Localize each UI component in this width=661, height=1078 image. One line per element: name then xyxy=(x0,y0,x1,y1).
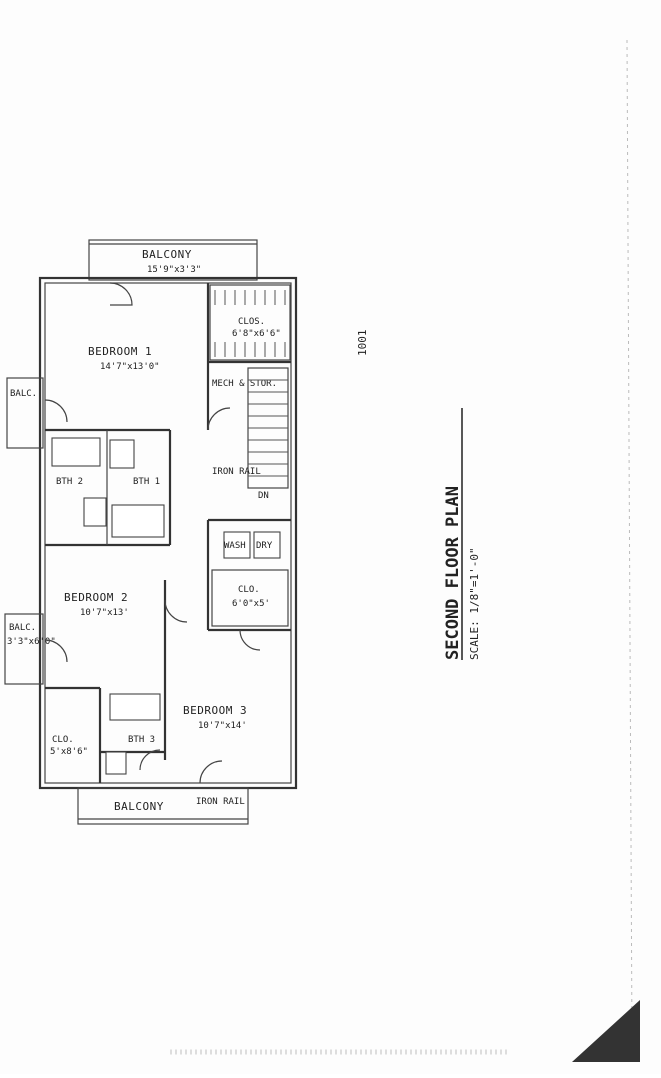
bath-3-toilet xyxy=(105,751,127,775)
bedroom-2-label: BEDROOM 2 xyxy=(64,591,128,604)
title-block: SECOND FLOOR PLAN SCALE: 1/8"=1'-0" xyxy=(443,408,481,660)
bathrooms-1-2: BTH 2 BTH 1 xyxy=(51,430,165,545)
bath-3-tub xyxy=(109,693,161,721)
closet-mid-label: CLO. xyxy=(238,585,260,595)
bath-1-tub xyxy=(111,504,165,538)
closet-1-size: 6'8"x6'6" xyxy=(232,329,281,339)
plan-title: SECOND FLOOR PLAN xyxy=(443,486,463,660)
bedroom-3-door xyxy=(199,760,223,784)
bedroom-2-door xyxy=(164,599,188,623)
bedroom-1-balcony-door xyxy=(44,399,68,423)
mech-door xyxy=(207,407,231,431)
bedroom-3-size: 10'7"x14' xyxy=(198,721,247,731)
bedroom-3: BEDROOM 3 10'7"x14' xyxy=(139,704,247,784)
stair: IRON RAIL DN xyxy=(212,367,289,501)
iron-rail-stair-label: IRON RAIL xyxy=(212,467,261,477)
closet-1-label: CLOS. xyxy=(238,317,265,327)
closet-mid-size: 6'0"x5' xyxy=(232,599,270,609)
laundry: WASH DRY xyxy=(223,531,281,559)
bedroom-3-label: BEDROOM 3 xyxy=(183,704,247,717)
balc-left-bottom-size: 3'3"x6'0" xyxy=(7,637,56,647)
bedroom-2-size: 10'7"x13' xyxy=(80,608,129,618)
mech-storage: MECH & STOR. xyxy=(207,379,277,431)
mech-label: MECH & STOR. xyxy=(212,379,277,389)
bedroom-1-label: BEDROOM 1 xyxy=(88,345,152,358)
balcony-top-label: BALCONY xyxy=(142,248,192,261)
balcony-bottom: BALCONY IRON RAIL xyxy=(77,787,249,825)
washer xyxy=(223,531,251,559)
balcony-top-size: 15'9"x3'3" xyxy=(147,265,201,275)
closet-1: CLOS. 6'8"x6'6" xyxy=(209,284,291,361)
balc-left-top-label: BALC. xyxy=(10,389,37,399)
bath-3-door xyxy=(139,749,161,771)
bedroom-2-balcony-door xyxy=(44,639,68,663)
plan-scale: SCALE: 1/8"=1'-0" xyxy=(468,547,481,660)
closet-bottom-label: CLO. xyxy=(52,735,74,745)
balcony-bottom-label: BALCONY xyxy=(114,800,164,813)
closet-bottom-size: 5'x8'6" xyxy=(50,747,88,757)
balc-left-bottom-label: BALC. xyxy=(9,623,36,633)
bath-2-label: BTH 2 xyxy=(56,477,83,487)
dryer xyxy=(253,531,281,559)
stair-dn-label: DN xyxy=(258,491,269,501)
closet-bottom: CLO. 5'x8'6" xyxy=(50,735,88,757)
scan-corner-fold xyxy=(572,1000,640,1062)
scan-edge-right xyxy=(626,39,633,1041)
closet-mid: CLO. 6'0"x5' xyxy=(211,569,289,651)
bedroom-1-size: 14'7"x13'0" xyxy=(100,362,160,372)
bath-1-sink xyxy=(83,497,107,527)
bedroom-1-door xyxy=(109,282,133,306)
dryer-label: DRY xyxy=(256,541,273,551)
closet-mid-door xyxy=(239,629,261,651)
iron-rail-balcony-label: IRON RAIL xyxy=(196,797,245,807)
balcony-left-top: BALC. xyxy=(6,377,44,449)
bath-2-toilet xyxy=(109,439,135,469)
bath-1-label: BTH 1 xyxy=(133,477,160,487)
bedroom-1: BEDROOM 1 14'7"x13'0" xyxy=(44,282,160,423)
balcony-top: BALCONY 15'9"x3'3" xyxy=(88,239,258,281)
bathroom-3: BTH 3 xyxy=(105,693,161,775)
washer-label: WASH xyxy=(224,541,246,551)
bedroom-2: BEDROOM 2 10'7"x13' xyxy=(44,591,188,663)
bath-3-label: BTH 3 xyxy=(128,735,155,745)
handwritten-note: 1001 xyxy=(356,330,369,357)
bath-2-tub xyxy=(51,437,101,467)
balcony-left-bottom: BALC. 3'3"x6'0" xyxy=(4,613,56,685)
